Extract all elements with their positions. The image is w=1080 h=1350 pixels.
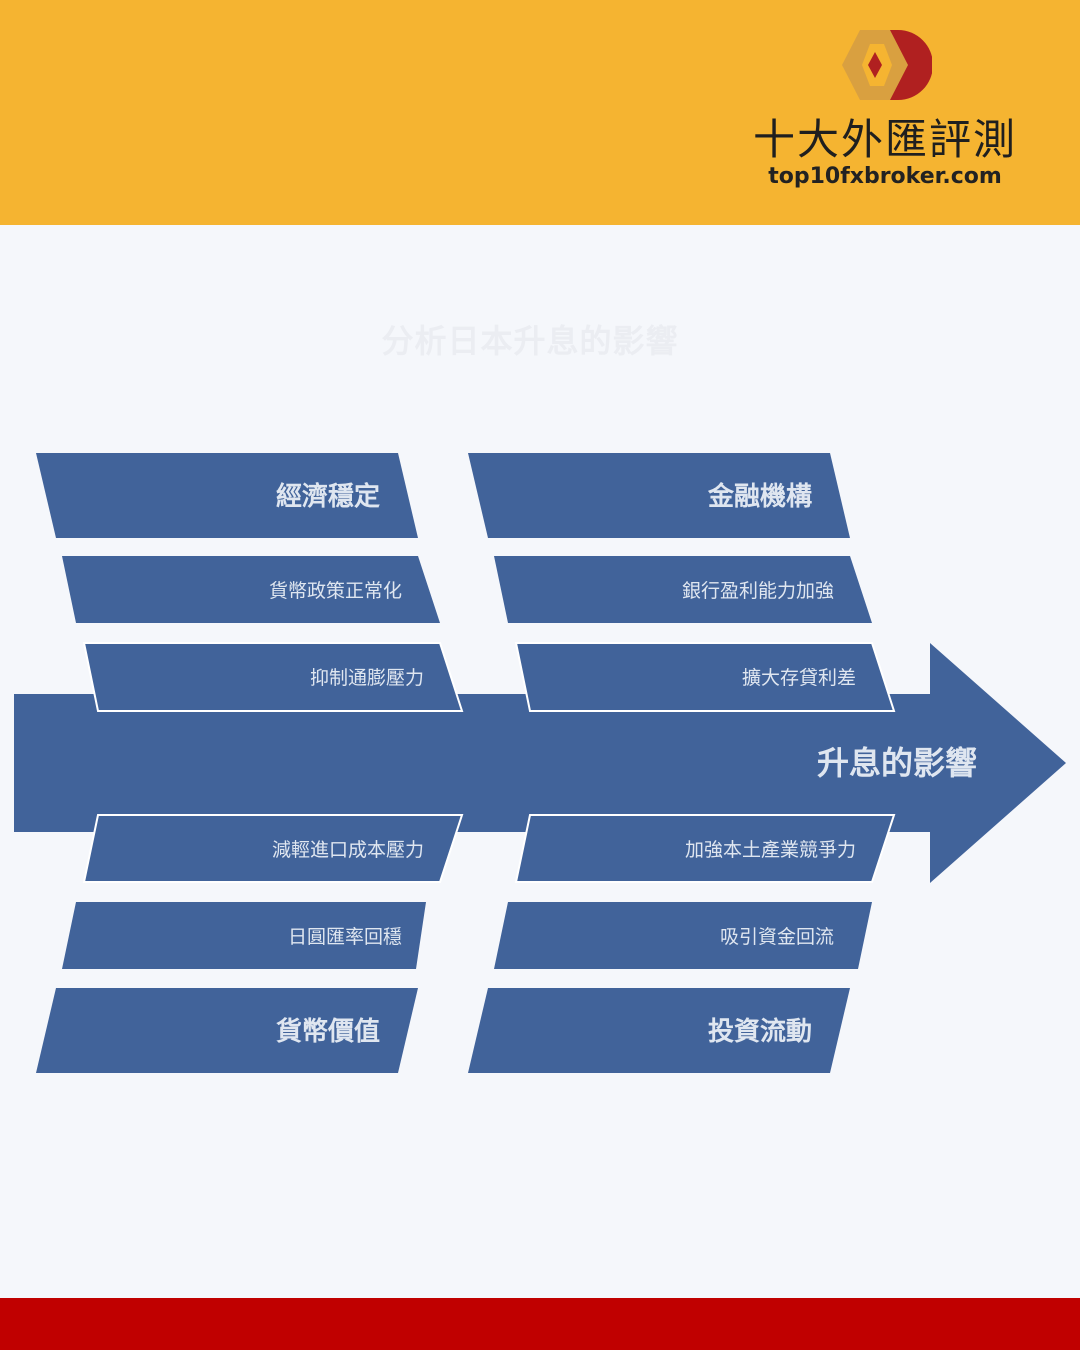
cause-bar — [514, 814, 896, 883]
cause-label: 吸引資金回流 — [720, 926, 834, 948]
cause-bar — [62, 902, 426, 969]
category-box — [36, 453, 418, 538]
cause-bar — [82, 642, 464, 712]
cause-label: 銀行盈利能力加強 — [682, 580, 834, 602]
cause-label: 減輕進口成本壓力 — [272, 839, 424, 861]
cause-label: 擴大存貸利差 — [742, 667, 856, 689]
effect-label: 升息的影響 — [817, 744, 977, 782]
brand-name: 十大外匯評測 — [752, 115, 1017, 164]
brand-logo-icon — [842, 30, 932, 100]
cause-label: 加強本土產業競爭力 — [685, 839, 856, 861]
cause-label: 抑制通膨壓力 — [310, 667, 424, 689]
category-label: 經濟穩定 — [276, 481, 380, 512]
cause-bar — [494, 902, 872, 969]
category-box — [468, 453, 850, 538]
category-label: 投資流動 — [708, 1017, 812, 1047]
cause-bar — [494, 556, 872, 623]
category-box — [36, 988, 418, 1073]
cause-bar — [514, 642, 896, 712]
category-box — [468, 988, 850, 1073]
diagram-title: 分析日本升息的影響 — [381, 322, 679, 360]
category-label: 金融機構 — [707, 481, 812, 512]
footer-bar — [0, 1298, 1080, 1350]
cause-label: 貨幣政策正常化 — [269, 580, 402, 602]
brand-url[interactable]: top10fxbroker.com — [768, 164, 1002, 189]
category-label: 貨幣價值 — [276, 1016, 380, 1047]
cause-bar — [62, 556, 440, 623]
cause-bar — [82, 814, 464, 883]
cause-label: 日圓匯率回穩 — [288, 926, 402, 948]
